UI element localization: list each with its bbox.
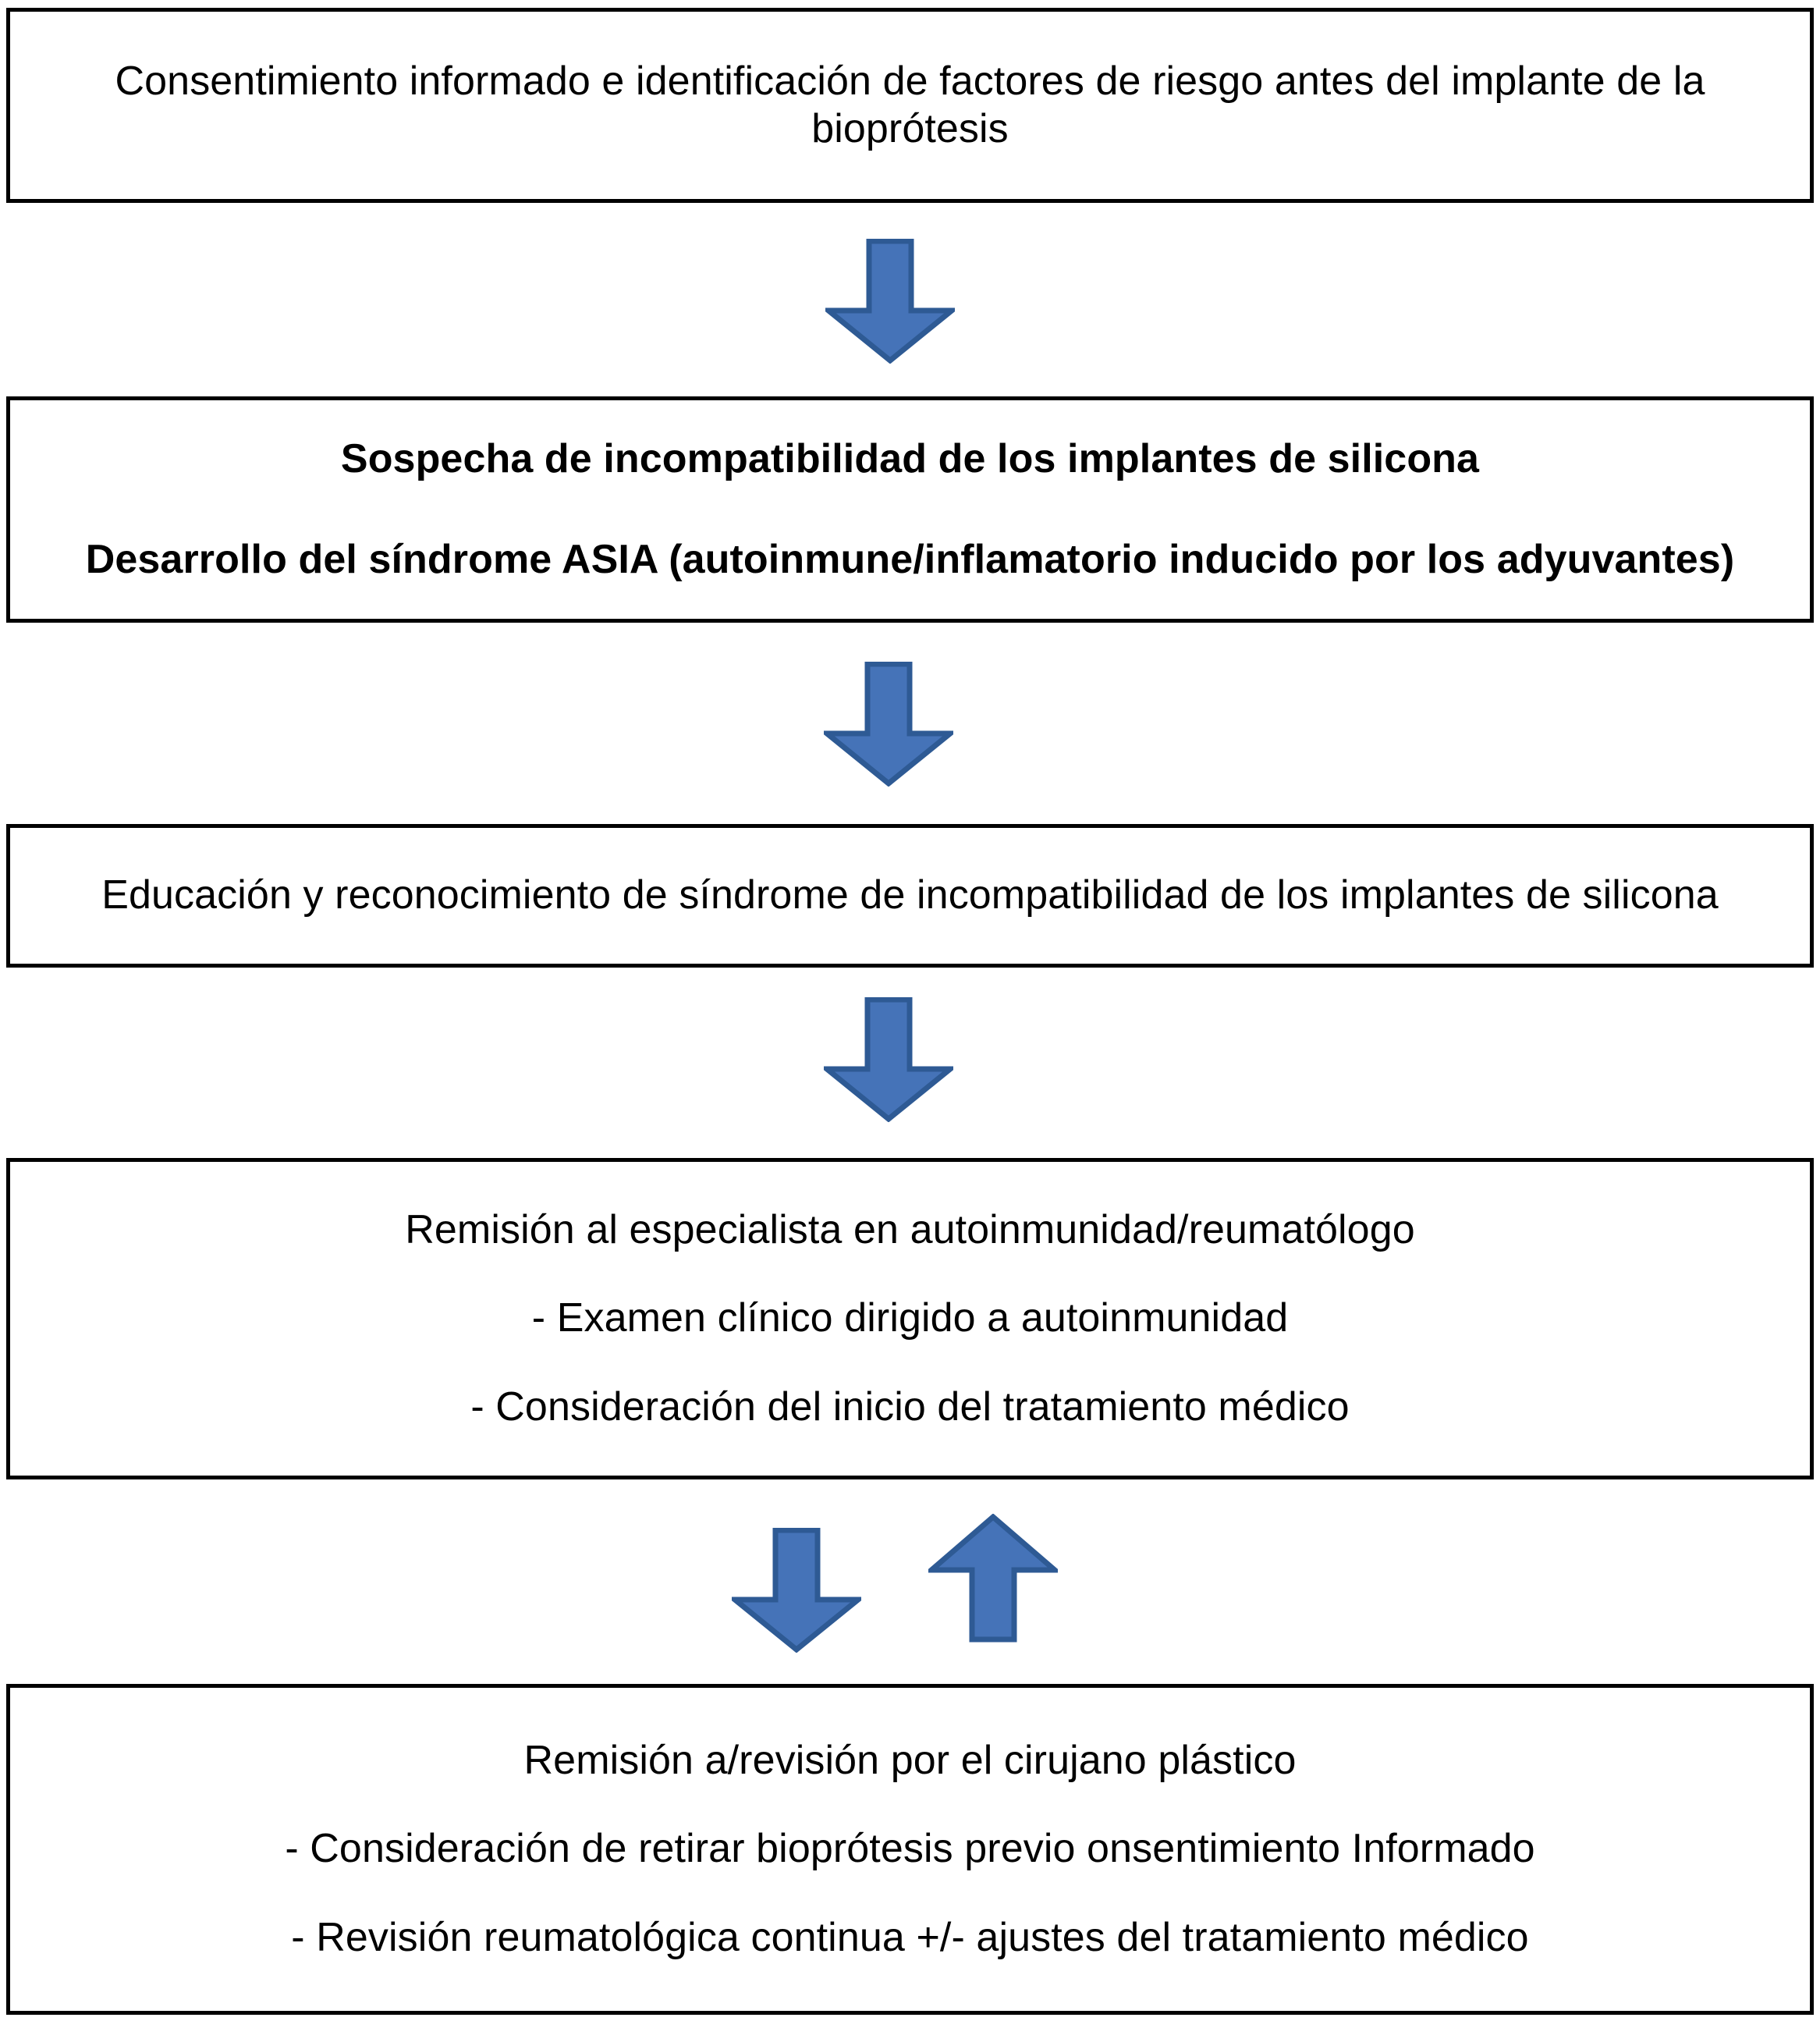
flow-node-education-line-1: Educación y reconocimiento de síndrome d… <box>101 872 1719 918</box>
flow-node-suspicion-line-1: Sospecha de incompatibilidad de los impl… <box>340 435 1480 481</box>
flow-node-referral-rheum: Remisión al especialista en autoinmunida… <box>6 1158 1814 1479</box>
flow-node-suspicion: Sospecha de incompatibilidad de los impl… <box>6 396 1814 623</box>
flow-node-referral-rheum-line-3: - Consideración del inicio del tratamien… <box>470 1383 1350 1430</box>
flow-node-suspicion-line-2: Desarrollo del síndrome ASIA (autoinmune… <box>85 537 1735 582</box>
flow-node-consent-line-1: Consentimiento informado e identificació… <box>115 58 1705 151</box>
flow-node-referral-surgeon-line-2: - Consideración de retirar bioprótesis p… <box>285 1826 1535 1872</box>
flow-node-referral-rheum-line-2: - Examen clínico dirigido a autoinmunida… <box>531 1295 1289 1341</box>
arrow-down-icon-2 <box>824 662 953 787</box>
flow-node-referral-surgeon: Remisión a/revisión por el cirujano plás… <box>6 1684 1814 2015</box>
flow-node-consent: Consentimiento informado e identificació… <box>6 8 1814 203</box>
flow-node-education: Educación y reconocimiento de síndrome d… <box>6 824 1814 968</box>
flow-node-referral-surgeon-line-1: Remisión a/revisión por el cirujano plás… <box>523 1737 1297 1783</box>
flow-node-referral-surgeon-line-3: - Revisión reumatológica continua +/- aj… <box>291 1914 1529 1960</box>
arrow-down-icon-4 <box>732 1528 861 1653</box>
arrow-down-icon-3 <box>824 997 953 1122</box>
arrow-down-icon-1 <box>825 239 955 364</box>
arrow-up-icon-5 <box>928 1514 1058 1643</box>
flow-node-referral-rheum-line-1: Remisión al especialista en autoinmunida… <box>405 1206 1415 1252</box>
